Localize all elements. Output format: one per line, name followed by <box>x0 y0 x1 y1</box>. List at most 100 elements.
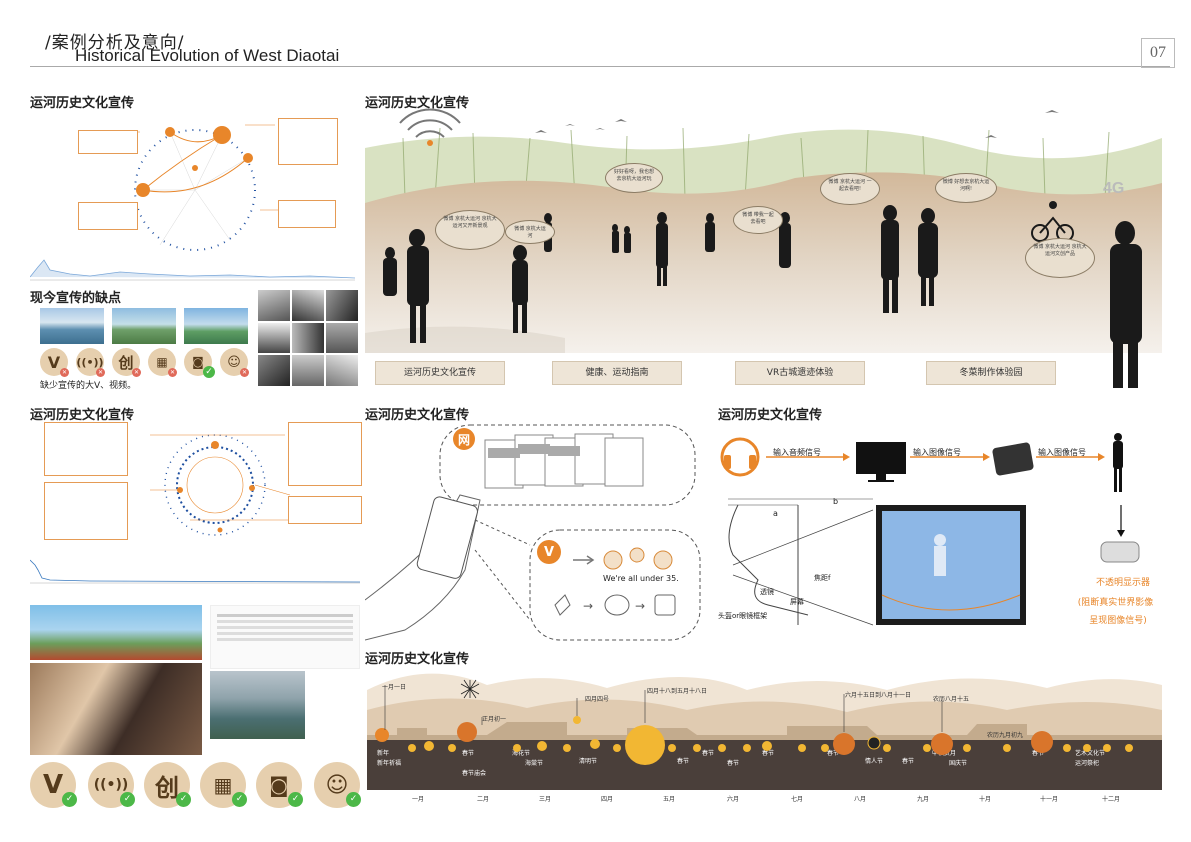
cross-icon: ✕ <box>96 368 105 377</box>
month-label: 九月 <box>917 796 930 803</box>
signal-label: 4G <box>1103 180 1124 197</box>
festival-label: 春节庙会 <box>462 770 487 777</box>
speech-bubble: 微博 京杭大运河 <box>505 220 555 244</box>
festival-label: 春节 <box>727 760 740 767</box>
svg-text:→: → <box>635 599 645 613</box>
network-graph-2-svg <box>29 434 361 584</box>
bw-photo <box>326 322 358 354</box>
diagram-label-lens: 透镜 <box>760 588 774 596</box>
canal-photo <box>184 308 248 344</box>
bw-photo <box>326 355 358 386</box>
festival-label: 春节 <box>632 750 645 757</box>
check-icon: ✓ <box>288 792 303 807</box>
festival-label: 艺术文化节 <box>1075 750 1106 757</box>
header-divider <box>30 66 1170 67</box>
bw-photo <box>292 290 324 321</box>
graph-tooltip <box>44 422 128 476</box>
festival-label: 春节 <box>902 758 915 765</box>
graph-tooltip <box>288 496 362 524</box>
timeline-svg <box>367 673 1162 810</box>
check-icon: ✓ <box>120 792 135 807</box>
timeline-labels: 新年 新年祈福 春节 春节庙会 海花节 海棠节 清明节 春节 春节 春节 春节 … <box>367 744 1162 790</box>
feature-button-culture[interactable]: 运河历史文化宣传 <box>375 361 505 385</box>
bw-photo <box>292 355 324 386</box>
graph-tooltip <box>78 202 138 230</box>
check-icon: ✓ <box>232 792 247 807</box>
month-label: 三月 <box>539 796 552 803</box>
image-input-label: 输入图像信号 <box>913 448 961 457</box>
month-label: 二月 <box>477 796 490 803</box>
timeline-months: 一月 二月 三月 四月 五月 六月 七月 八月 九月 十月 十一月 十二月 <box>367 794 1162 806</box>
web-icon: 网 <box>453 428 475 450</box>
check-icon: ✓ <box>203 366 215 378</box>
event-label: 六月十五日到八月十一日 <box>845 692 912 699</box>
shortcoming-caption: 缺少宣传的大V、视频。 <box>40 381 137 391</box>
graph-tooltip <box>278 118 338 165</box>
vr-signal-diagram: 输入音频信号 输入图像信号 输入图像信号 a b 透镜 屏幕 焦距f 头盔or眼… <box>718 425 1168 640</box>
svg-text:→: → <box>583 599 593 613</box>
bw-photo <box>258 322 290 354</box>
age-caption: We're all under 35. <box>603 574 679 583</box>
festival-label: 新年祈福 <box>377 760 402 767</box>
trend-line-svg <box>29 259 356 281</box>
speech-bubble: 好好看呀，我也想去京杭大运河玩 <box>605 163 663 193</box>
cross-icon: ✕ <box>240 368 249 377</box>
network-graph-1 <box>30 110 355 280</box>
shortcoming-title: 现今宣传的缺点 <box>30 291 122 306</box>
check-icon: ✓ <box>176 792 191 807</box>
festival-label: 海花节 <box>512 750 531 757</box>
diagram-label-head: 头盔or眼镜框架 <box>718 612 768 620</box>
feature-button-vr[interactable]: VR古城遗迹体验 <box>735 361 865 385</box>
event-label: 农历八月十五 <box>933 696 970 703</box>
speech-bubble: 微博 带我一起去看吧 <box>733 206 783 234</box>
canal-boat-photo[interactable] <box>210 671 305 739</box>
network-graph-1-svg <box>90 124 285 251</box>
graph-tooltip <box>44 482 128 540</box>
festival-timeline: 新年 新年祈福 春节 春节庙会 海花节 海棠节 清明节 春节 春节 春节 春节 … <box>367 660 1162 810</box>
bw-photo <box>258 355 290 386</box>
scene-illustration: 4G 好好看呀，我也想去京杭大运河玩 微博 京杭大运河 京杭大运河又开新景观 微… <box>365 108 1162 390</box>
feature-button-health[interactable]: 健康、运动指南 <box>552 361 682 385</box>
event-label: 农历九月初九 <box>987 732 1024 739</box>
vr-signal-svg <box>720 433 1140 626</box>
speech-bubble: 微博 京杭大运河 京杭大运河文创产品 <box>1025 238 1095 278</box>
section-1-title: 运河历史文化宣传 <box>30 96 135 111</box>
section-2-title: 运河历史文化宣传 <box>365 96 470 111</box>
diagram-label-focus: 焦距f <box>814 574 831 582</box>
section-6-title: 运河历史文化宣传 <box>365 652 470 667</box>
festival-label: 春节 <box>762 750 775 757</box>
network-sketch-svg: → → <box>364 424 701 641</box>
section-3-title: 运河历史文化宣传 <box>30 408 135 423</box>
graph-tooltip <box>78 130 138 154</box>
festival-label: 春节 <box>677 758 690 765</box>
month-label: 五月 <box>663 796 676 803</box>
canal-photo <box>40 308 104 344</box>
event-label: 一月一日 <box>382 684 407 691</box>
graph-tooltip <box>278 200 336 228</box>
month-label: 十二月 <box>1102 796 1121 803</box>
vr-caption-2: (阻断真实世界影像 <box>1077 598 1154 608</box>
cross-icon: ✕ <box>168 368 177 377</box>
page-number: 07 <box>1141 38 1175 68</box>
festival-label: 中秋赏月 <box>932 750 957 757</box>
network-graph-2 <box>29 420 362 590</box>
festival-label: 新年 <box>377 750 390 757</box>
festival-label: 春节 <box>702 750 715 757</box>
image-input-label: 输入图像信号 <box>1038 448 1086 457</box>
wifi-broadcast-icon <box>399 108 461 146</box>
bw-photo <box>258 290 290 321</box>
vr-caption-1: 不透明显示器 <box>1095 578 1150 588</box>
grayscale-photo-grid <box>258 290 358 386</box>
diagram-label-screen: 屏幕 <box>790 598 804 606</box>
v-icon: V <box>537 540 561 564</box>
feature-button-pickles[interactable]: 冬菜制作体验园 <box>926 361 1056 385</box>
festival-label: 情人节 <box>865 758 884 765</box>
video-thumbnail[interactable] <box>30 605 202 660</box>
video-interview-thumbnail[interactable] <box>30 663 202 755</box>
festival-label: 清明节 <box>579 758 598 765</box>
audio-input-label: 输入音频信号 <box>773 448 821 457</box>
festival-label: 运河祭祀 <box>1075 760 1100 767</box>
month-label: 十月 <box>979 796 992 803</box>
cross-icon: ✕ <box>60 368 69 377</box>
speech-bubble: 微博 好想去京杭大运河啊! <box>935 173 997 203</box>
